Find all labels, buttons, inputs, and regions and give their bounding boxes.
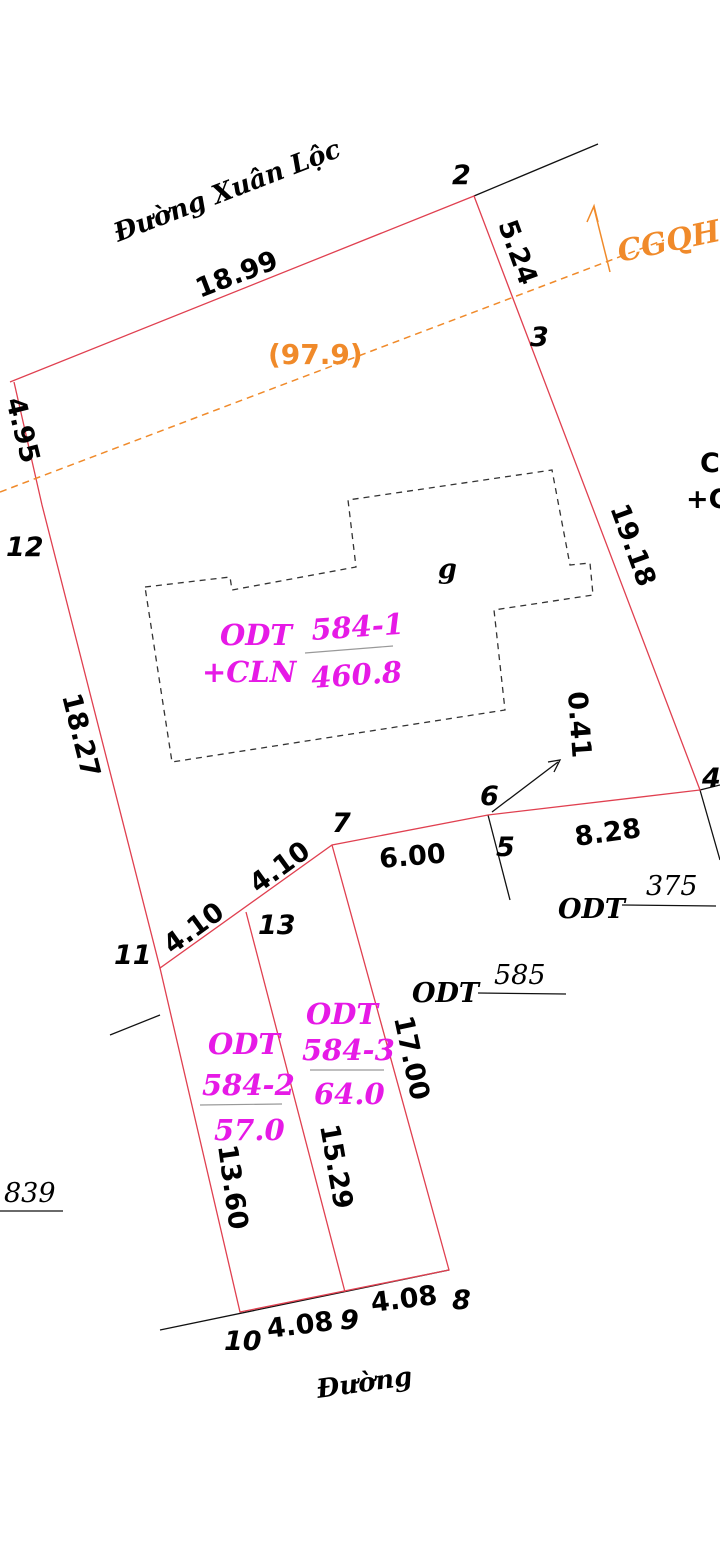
parcel-584-3-number: 584-3 — [302, 1033, 395, 1067]
dim-12-11: 18.27 — [55, 690, 106, 780]
point-9: 9 — [340, 1305, 359, 1336]
neighbor-585-type: ODT — [412, 978, 481, 1009]
dim-13-7: 4.10 — [244, 835, 316, 899]
dim-2-3: 5.24 — [491, 216, 543, 289]
parcel-584-2-type: ODT — [208, 1027, 282, 1061]
offset-arrow — [491, 761, 559, 813]
point-10: 10 — [224, 1326, 262, 1357]
fraction-bar-main — [304, 645, 394, 654]
dim-11-10: 13.60 — [211, 1143, 254, 1232]
point-6: 6 — [480, 781, 499, 812]
dim-7-6: 6.00 — [378, 838, 447, 875]
neighbor-585-number: 585 — [494, 960, 546, 991]
parcel-main-type: ODT — [220, 618, 294, 652]
parcel-584-3-area: 64.0 — [314, 1077, 385, 1111]
point-11: 11 — [114, 940, 152, 971]
point-2: 2 — [452, 160, 471, 191]
neighbor-375-type: ODT — [558, 894, 627, 925]
fraction-bar-584-2 — [199, 1103, 283, 1106]
road-name-top: Đường Xuân Lộc — [109, 134, 345, 249]
planning-arrow-head — [586, 203, 599, 223]
planning-line — [0, 239, 665, 493]
dim-offset: 0.41 — [561, 690, 597, 759]
neighbor-line-4b — [699, 784, 720, 791]
neighbor-line-4 — [699, 789, 720, 861]
building-footprint — [144, 469, 594, 763]
neighbor-375-number: 375 — [646, 871, 698, 902]
point-13: 13 — [258, 910, 296, 941]
road-line-top — [473, 143, 599, 197]
dim-top: 18.99 — [191, 245, 282, 305]
parcel-boundary-main — [9, 195, 701, 970]
neighbor-839-number: 839 — [4, 1178, 56, 1209]
parcel-main-number: 584-1 — [310, 607, 405, 647]
point-5: 5 — [496, 832, 515, 863]
neighbor-right-label-2: +C — [686, 484, 720, 515]
parcel-divider-9-13 — [245, 911, 346, 1293]
parcel-584-2-number: 584-2 — [202, 1068, 295, 1102]
offset-arrowhead — [547, 759, 562, 773]
building-label: g — [438, 554, 457, 585]
neighbor-right-label-1: C — [700, 448, 720, 479]
dim-10-9: 4.08 — [265, 1306, 335, 1345]
parcel-main-type2: +CLN — [202, 655, 298, 689]
dim-5-4: 8.28 — [573, 813, 643, 853]
point-8: 8 — [452, 1285, 471, 1316]
parcel-584-3-type: ODT — [306, 997, 380, 1031]
dim-11-13: 4.10 — [158, 896, 230, 960]
dim-9-8: 4.08 — [369, 1280, 439, 1319]
neighbor-line-11 — [109, 1014, 161, 1036]
parcel-main-area: 460.8 — [310, 655, 403, 695]
neighbor-line-5 — [487, 814, 511, 901]
road-name-bottom: Đường — [314, 1362, 414, 1405]
point-7: 7 — [332, 808, 351, 839]
planning-label: CGQHG — [614, 209, 720, 270]
point-4: 4 — [701, 763, 720, 794]
underline-585 — [477, 992, 567, 995]
dim-3-4: 19.18 — [603, 500, 661, 591]
dim-left-top: 4.95 — [0, 394, 45, 466]
point-12: 12 — [6, 532, 44, 563]
point-3: 3 — [530, 322, 549, 353]
underline-375 — [621, 904, 717, 907]
parcel-584-2-area: 57.0 — [214, 1113, 285, 1147]
planning-area: (97.9) — [268, 338, 363, 371]
